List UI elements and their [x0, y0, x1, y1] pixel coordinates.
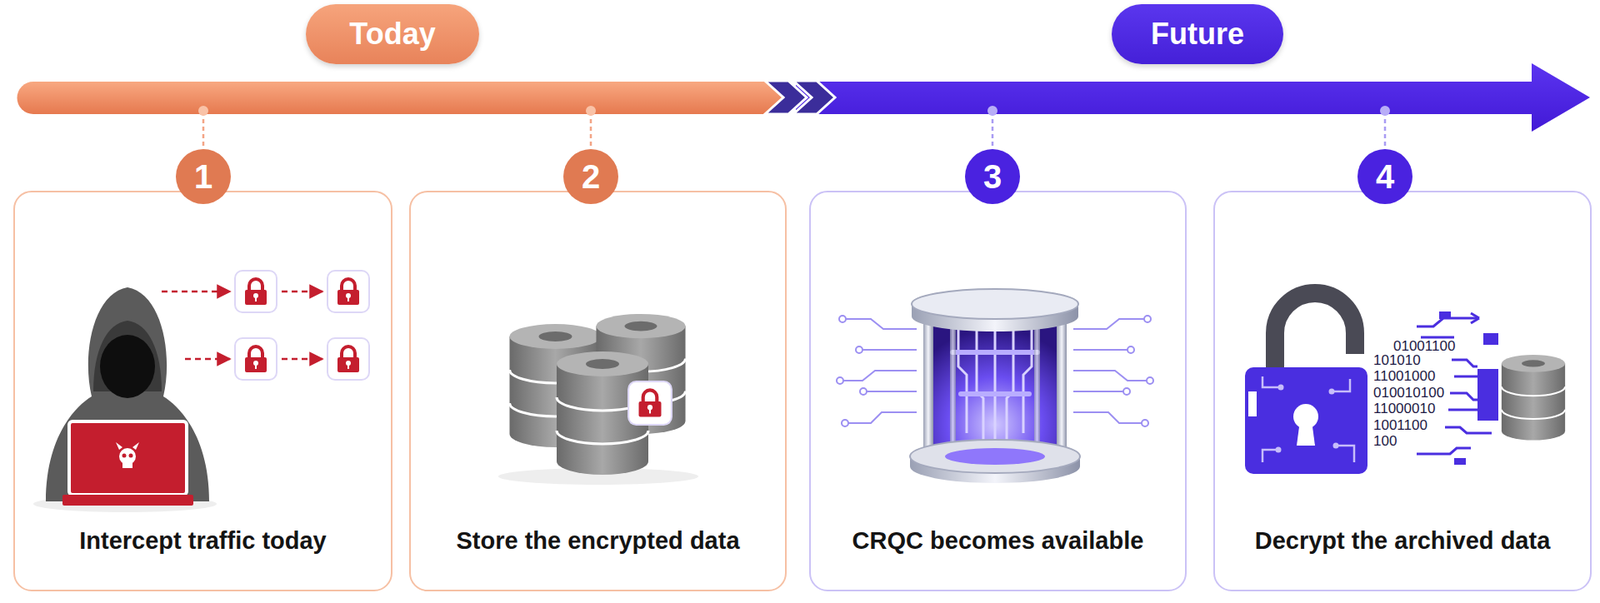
callout-number: 1	[194, 158, 213, 196]
pill-label: Future	[1150, 16, 1245, 52]
binary-digits: 11001000	[1373, 369, 1435, 385]
step-title: Intercept traffic today	[79, 527, 327, 555]
pill-label: Today	[349, 16, 435, 52]
callout-number: 3	[983, 158, 1002, 196]
binary-digits: 01001100	[1393, 339, 1455, 355]
binary-digits: 101010	[1373, 353, 1421, 369]
step-card: Intercept traffic today	[13, 190, 393, 592]
binary-digits: 100	[1373, 434, 1397, 450]
step-number: 1	[175, 149, 231, 205]
step-title: CRQC becomes available	[852, 527, 1145, 555]
callout-number: 4	[1375, 158, 1395, 196]
binary-digits: 010010100	[1373, 385, 1445, 401]
timeline-pill: Today	[305, 4, 480, 65]
binary-digits: 11000010	[1373, 401, 1435, 417]
callout-number: 2	[581, 158, 600, 196]
step-number: 2	[563, 149, 619, 205]
step-card: Store the encrypted data	[409, 190, 787, 592]
step-number: 3	[965, 149, 1020, 205]
binary-digits: 1001100	[1373, 418, 1428, 434]
step-title: Store the encrypted data	[455, 527, 740, 555]
step-title: Decrypt the archived data	[1255, 527, 1551, 555]
timeline-pill: Future	[1111, 4, 1284, 65]
step-number: 4	[1357, 149, 1413, 205]
step-card: CRQC becomes available	[809, 190, 1187, 592]
